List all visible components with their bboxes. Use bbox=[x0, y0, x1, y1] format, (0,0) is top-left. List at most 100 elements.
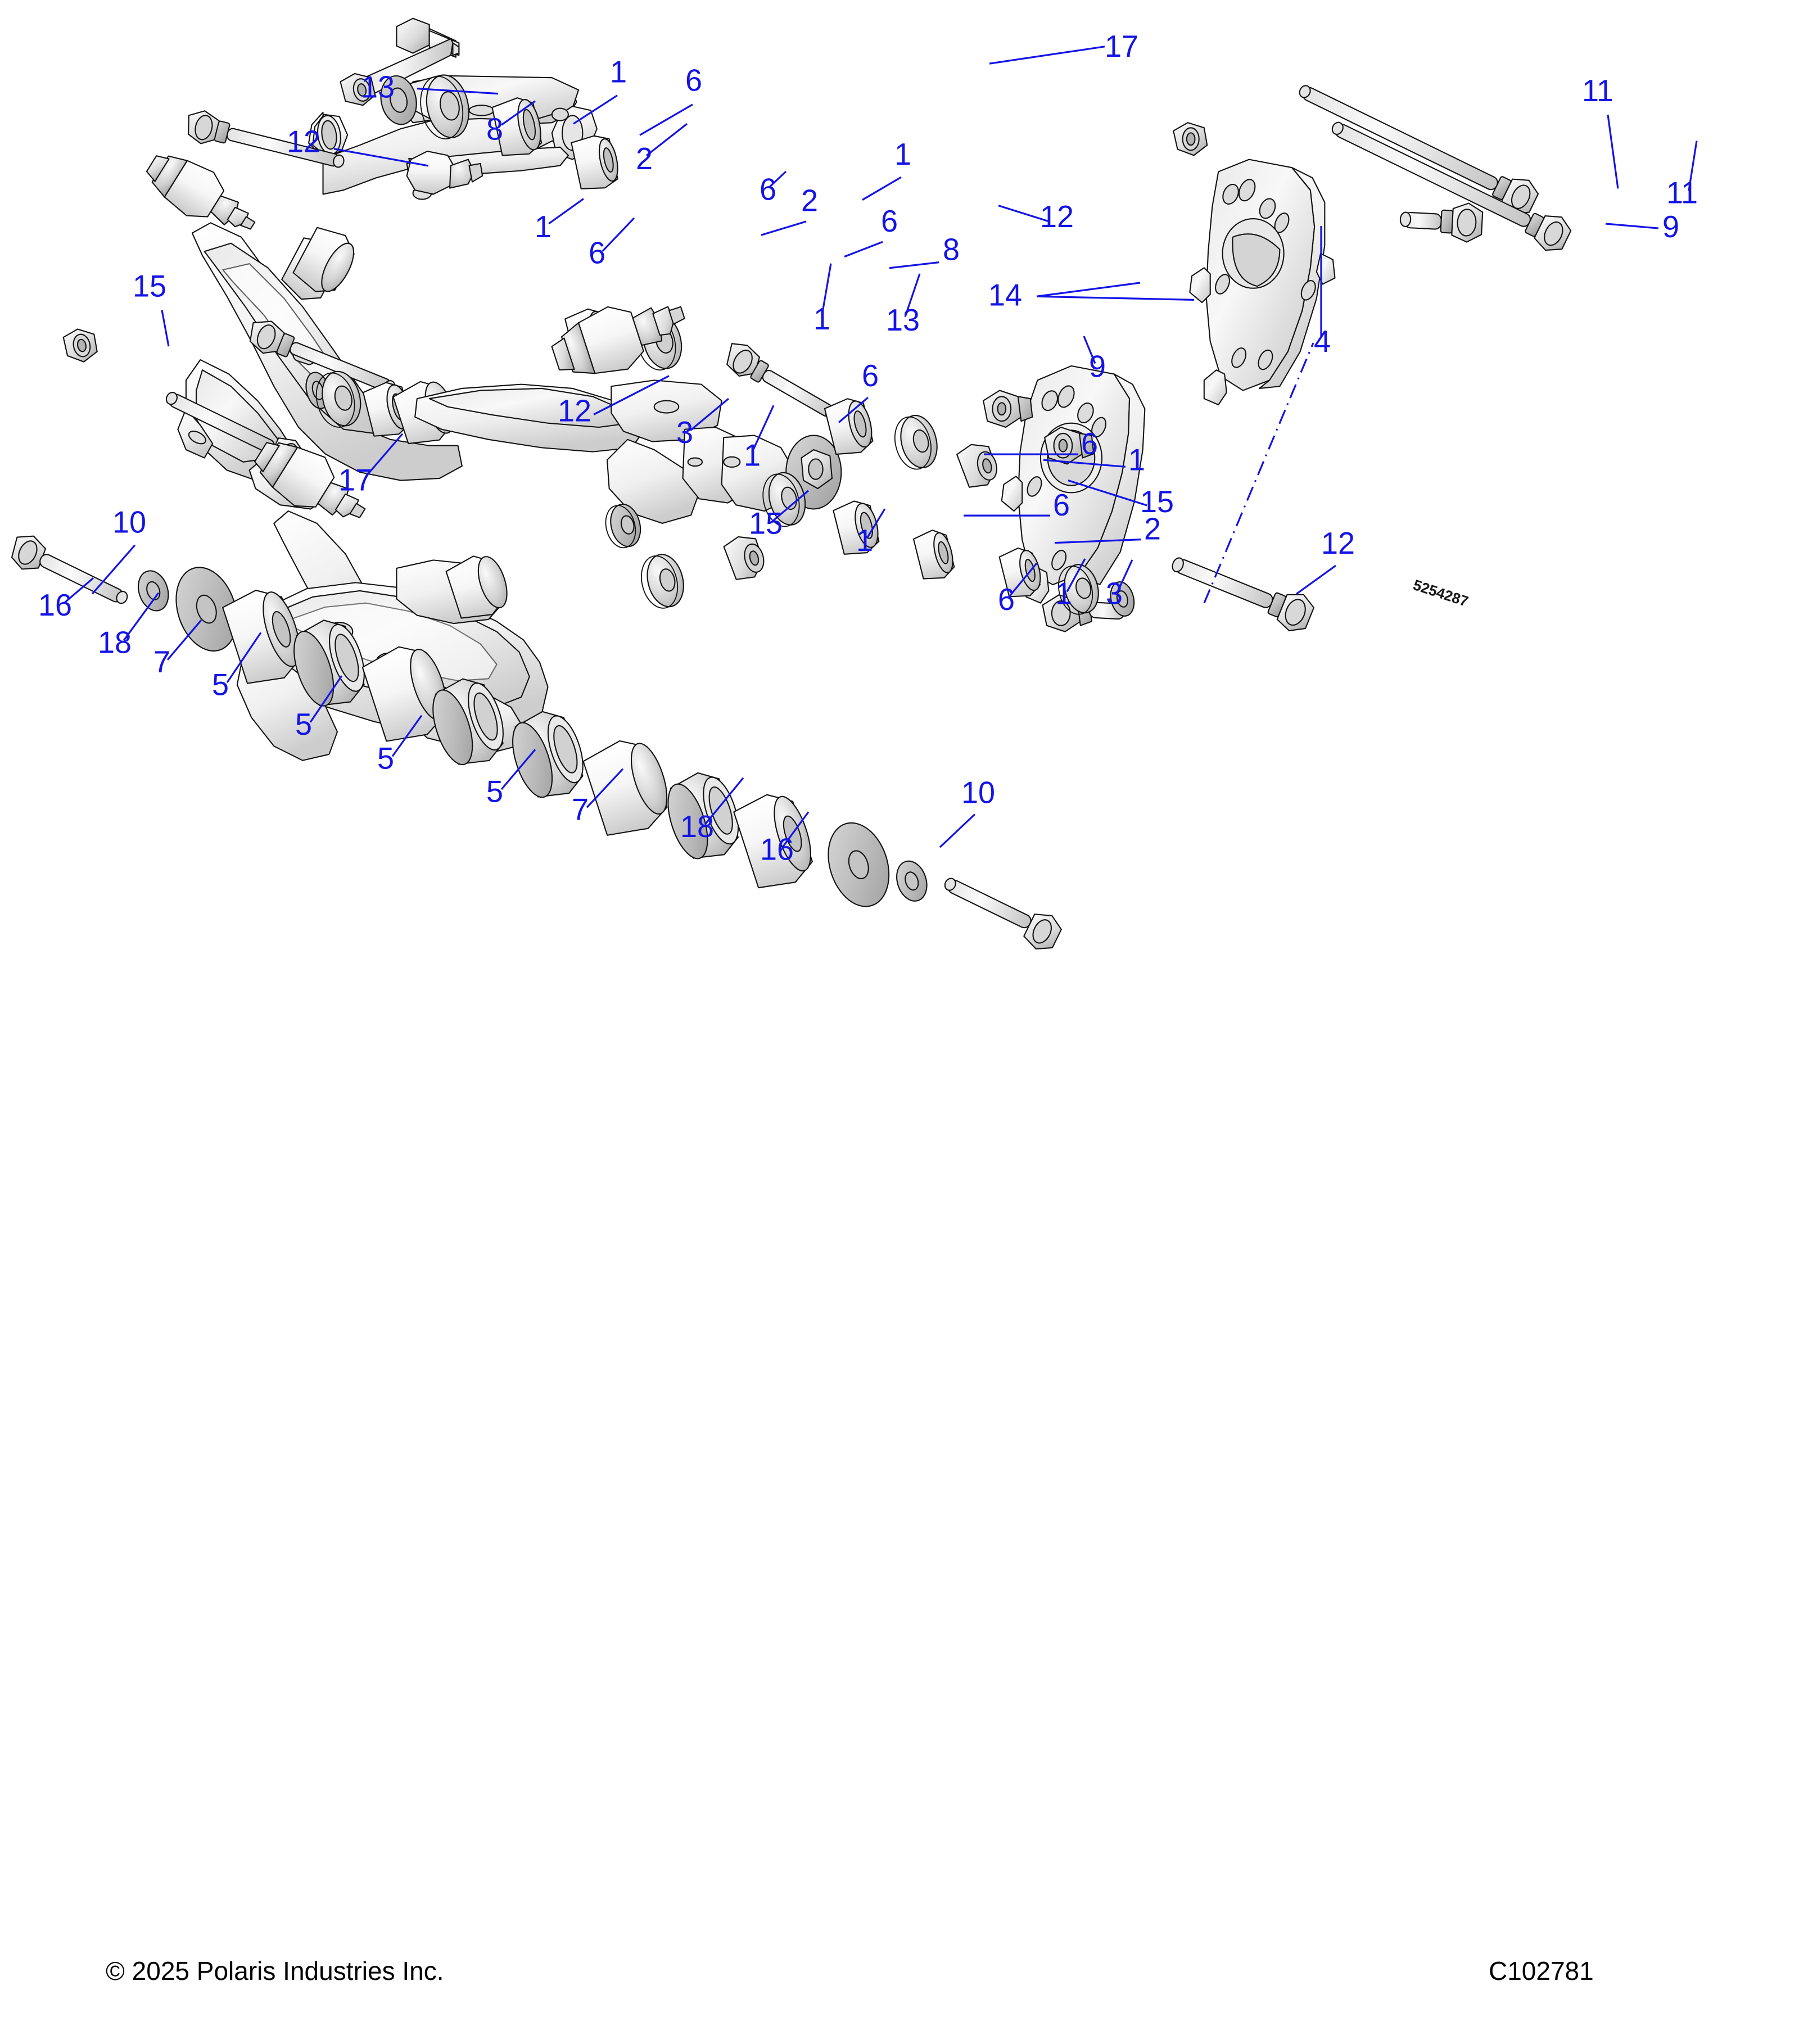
callout-label-5: 5 bbox=[295, 707, 312, 741]
bolt-9-right bbox=[1399, 202, 1484, 243]
callout-leader-8-17 bbox=[889, 261, 939, 269]
callout-leader-12-24 bbox=[593, 375, 670, 415]
callout-label-6: 6 bbox=[881, 204, 898, 238]
callout-leader-2-5 bbox=[646, 123, 688, 157]
callout-leader-5-46 bbox=[391, 715, 423, 757]
callout-leader-5-45 bbox=[309, 675, 343, 723]
bracket-part-number: 5254287 bbox=[1411, 576, 1470, 610]
callout-label-6: 6 bbox=[862, 359, 879, 393]
callout-label-18: 18 bbox=[98, 625, 132, 659]
callout-leader-16-41 bbox=[63, 577, 94, 604]
callout-leader-1-9 bbox=[862, 176, 902, 201]
callout-leader-1-13 bbox=[548, 198, 584, 225]
callout-leader-10-51 bbox=[939, 813, 976, 848]
callout-leader-4-centerline bbox=[1203, 342, 1314, 604]
callout-leader-5-47 bbox=[500, 749, 536, 790]
callout-leader-10-40 bbox=[91, 544, 136, 595]
callout-leader-13-2 bbox=[417, 87, 499, 95]
callout-label-15: 15 bbox=[1140, 485, 1174, 519]
callout-label-8: 8 bbox=[486, 112, 503, 146]
callout-label-4: 4 bbox=[1314, 324, 1331, 359]
callout-label-16: 16 bbox=[38, 588, 72, 622]
callout-label-17: 17 bbox=[1105, 29, 1138, 64]
callout-label-6: 6 bbox=[998, 582, 1015, 617]
callout-label-9: 9 bbox=[1089, 349, 1106, 383]
copyright-notice: © 2025 Polaris Industries Inc. bbox=[106, 1956, 444, 1986]
callout-leader-1-34 bbox=[866, 508, 886, 539]
nut-upper-right bbox=[1173, 122, 1208, 156]
callout-label-7: 7 bbox=[572, 792, 589, 826]
callout-label-6: 6 bbox=[589, 236, 605, 270]
callout-label-12: 12 bbox=[1321, 526, 1355, 560]
callout-label-6: 6 bbox=[1081, 427, 1098, 461]
callout-leader-3-38 bbox=[1117, 559, 1133, 593]
callout-leader-7-48 bbox=[586, 768, 624, 808]
callout-leader-14-20 bbox=[1036, 282, 1195, 301]
callout-leader-5-44 bbox=[226, 632, 262, 684]
callout-leader-12-6 bbox=[333, 148, 429, 167]
callout-leader-15-32 bbox=[771, 490, 810, 522]
callout-label-1: 1 bbox=[894, 137, 911, 171]
callout-leader-8-4 bbox=[501, 100, 536, 126]
callout-leader-1-18 bbox=[821, 263, 832, 316]
callout-label-1: 1 bbox=[856, 523, 873, 558]
callout-label-3: 3 bbox=[676, 415, 693, 450]
callout-label-13: 13 bbox=[886, 303, 920, 337]
callout-label-15: 15 bbox=[133, 269, 166, 303]
callout-leader-18-49 bbox=[704, 777, 744, 825]
callout-label-1: 1 bbox=[1055, 577, 1072, 611]
callout-label-9: 9 bbox=[1662, 210, 1679, 244]
callout-label-2: 2 bbox=[801, 184, 818, 218]
callout-label-6: 6 bbox=[1053, 488, 1070, 522]
callout-leader-6-36 bbox=[1007, 562, 1038, 598]
callout-leader-18-42 bbox=[123, 592, 160, 641]
callout-leader-7-43 bbox=[166, 619, 202, 661]
callout-label-1: 1 bbox=[535, 210, 552, 244]
callout-label-15: 15 bbox=[749, 506, 783, 540]
fastener-row-a bbox=[340, 73, 618, 189]
callout-label-12: 12 bbox=[1040, 200, 1074, 234]
callout-label-3: 3 bbox=[1106, 577, 1123, 611]
callout-label-1: 1 bbox=[813, 302, 830, 336]
callout-label-11: 11 bbox=[1666, 175, 1698, 210]
callout-label-5: 5 bbox=[212, 667, 229, 702]
callout-leader-2-15 bbox=[761, 220, 807, 236]
callout-label-16: 16 bbox=[760, 832, 794, 866]
bushing-stack-left bbox=[11, 535, 1062, 949]
callout-leader-16-50 bbox=[781, 811, 810, 848]
callout-label-14: 14 bbox=[988, 278, 1022, 312]
callout-label-12: 12 bbox=[287, 124, 320, 159]
callout-label-2: 2 bbox=[1144, 512, 1161, 546]
callout-leader-6-16 bbox=[844, 241, 883, 258]
callout-leader-15-23 bbox=[161, 310, 170, 347]
callout-leader-1-30 bbox=[1043, 459, 1126, 468]
callout-label-5: 5 bbox=[377, 741, 394, 775]
callout-leader-17-28 bbox=[364, 433, 404, 478]
callout-label-2: 2 bbox=[636, 142, 653, 176]
callout-label-5: 5 bbox=[486, 774, 503, 808]
callout-leader-6-27 bbox=[838, 396, 869, 423]
callout-leader-2-35 bbox=[1054, 538, 1142, 544]
callout-leader-6-3 bbox=[639, 103, 693, 136]
callout-label-8: 8 bbox=[943, 232, 960, 266]
callout-label-1: 1 bbox=[744, 438, 761, 472]
callout-label-13: 13 bbox=[361, 70, 395, 104]
lower-control-arm-right bbox=[392, 306, 842, 524]
nut-15-left bbox=[62, 328, 98, 363]
callout-leader-12-39 bbox=[1296, 564, 1336, 595]
callout-leader-17-0 bbox=[989, 46, 1105, 65]
callout-label-11: 11 bbox=[1582, 74, 1613, 108]
callout-leader-6-14 bbox=[602, 217, 635, 252]
callout-leader-1-1 bbox=[573, 94, 618, 125]
sheet-footer: © 2025 Polaris Industries Inc. C102781 bbox=[106, 1956, 1594, 1986]
callout-label-6: 6 bbox=[685, 63, 702, 97]
callout-leader-11-7 bbox=[1607, 114, 1619, 189]
callout-label-1: 1 bbox=[1128, 442, 1145, 477]
callout-label-18: 18 bbox=[680, 810, 714, 844]
callout-leader-9-12 bbox=[1605, 223, 1659, 229]
callout-label-1: 1 bbox=[610, 55, 627, 89]
callout-label-10: 10 bbox=[961, 775, 995, 810]
callout-label-10: 10 bbox=[112, 505, 146, 539]
callout-label-6: 6 bbox=[760, 172, 776, 206]
